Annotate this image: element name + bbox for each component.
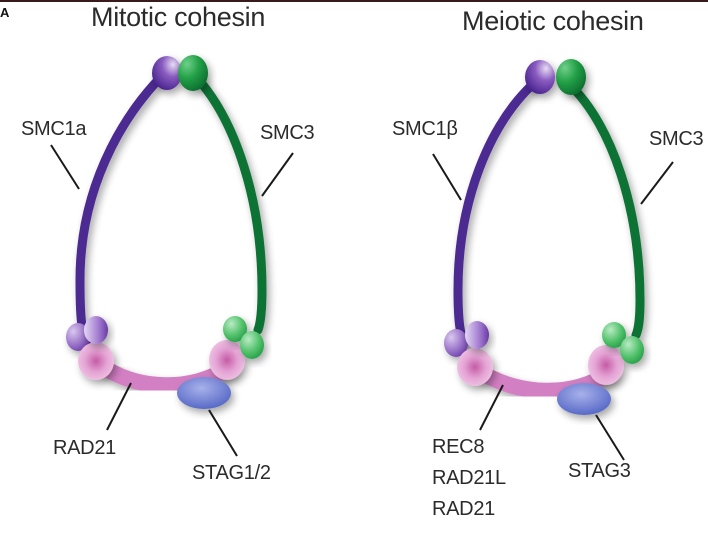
smc1-head-b [84, 316, 108, 344]
smc3-hinge [178, 55, 208, 91]
pink-head-right [209, 340, 245, 380]
kleisin-bar [474, 365, 616, 399]
mitotic-cohesin-ring [50, 55, 294, 457]
smc3-head-b [620, 336, 644, 364]
smc1-hinge [152, 56, 182, 90]
smc3-leader [261, 152, 294, 197]
rad21l-label: RAD21L [432, 467, 506, 489]
smc3-hinge [556, 59, 586, 95]
stag12-label: STAG1/2 [192, 462, 271, 484]
smc3-leader [640, 161, 674, 205]
smc3-head-b [240, 331, 264, 359]
panel-label: A [0, 5, 10, 20]
smc3-arm [565, 80, 645, 340]
meiotic-title: Meiotic cohesin [462, 6, 644, 36]
stag3-label: STAG3 [568, 460, 631, 482]
smc1-hinge [525, 60, 555, 94]
stag-leader [208, 409, 238, 457]
smc1b-label: SMC1β [392, 118, 458, 140]
smc1-arm [75, 73, 165, 345]
rec8-label: REC8 [432, 436, 485, 458]
kleisin-leader [106, 382, 132, 431]
stag-leader [595, 414, 625, 461]
smc1-head-a [444, 329, 468, 357]
smc1-leader [432, 153, 462, 201]
meiotic-cohesin-ring [432, 59, 674, 461]
stag-subunit [177, 377, 231, 409]
smc1-arm [453, 80, 537, 347]
pink-head-right [588, 345, 624, 385]
smc1-head-b [465, 321, 489, 349]
smc3-head-a [602, 322, 626, 348]
smc1a-label: SMC1a [21, 118, 87, 140]
mitotic-title: Mitotic cohesin [91, 2, 266, 32]
top-border [0, 0, 708, 2]
rad21-label-meiotic: RAD21 [432, 498, 495, 520]
smc3-head-a [223, 316, 247, 342]
kleisin-leader [479, 384, 504, 431]
stag-subunit [557, 383, 611, 415]
smc1-leader [50, 144, 80, 190]
pink-head-left [457, 348, 493, 386]
pink-head-left [78, 342, 114, 380]
rad21-label-mitotic: RAD21 [53, 437, 116, 459]
kleisin-bar [97, 360, 236, 394]
smc3-arm [192, 73, 267, 335]
smc3-label-mitotic: SMC3 [260, 122, 315, 144]
smc3-label-meiotic: SMC3 [649, 128, 704, 150]
